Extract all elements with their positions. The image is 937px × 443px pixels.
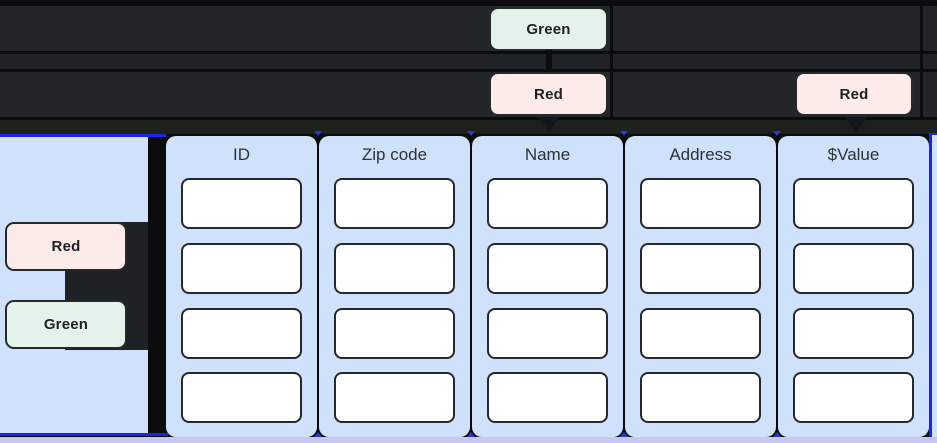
- column-address[interactable]: Address: [625, 136, 776, 437]
- table-cell[interactable]: [181, 372, 302, 423]
- table-cell[interactable]: [487, 243, 608, 294]
- column-header: ID: [233, 145, 250, 164]
- dark-column-separator: [610, 0, 613, 118]
- chip-red-over-value[interactable]: Red: [795, 72, 913, 116]
- chip-red-left-label: Red: [51, 238, 81, 255]
- table-cell[interactable]: [334, 178, 455, 229]
- pointer-arrow-value: [845, 117, 867, 132]
- table-cell[interactable]: [181, 178, 302, 229]
- table-cell[interactable]: [640, 243, 761, 294]
- table-cell[interactable]: [793, 178, 914, 229]
- table-cell[interactable]: [793, 243, 914, 294]
- chip-red-over-name[interactable]: Red: [489, 72, 608, 116]
- table-cell[interactable]: [640, 178, 761, 229]
- chip-red-left[interactable]: Red: [5, 222, 127, 271]
- table-cell[interactable]: [334, 243, 455, 294]
- gap-marker-icon: [620, 432, 628, 437]
- table-cell[interactable]: [334, 308, 455, 359]
- table-cell[interactable]: [487, 372, 608, 423]
- column-header: Address: [669, 145, 732, 164]
- chip-green-top-label: Green: [526, 20, 571, 38]
- dark-row-2: [0, 72, 937, 117]
- column-header: Zip code: [361, 145, 428, 164]
- column-name[interactable]: Name: [472, 136, 623, 437]
- selection-border-top: [0, 134, 166, 137]
- column-header: $Value: [827, 145, 880, 164]
- chip-connector: [546, 50, 552, 73]
- gap-marker-icon: [773, 131, 781, 136]
- gap-marker-icon: [773, 432, 781, 437]
- gap-marker-icon: [467, 131, 475, 136]
- table-cell[interactable]: [640, 308, 761, 359]
- column-value[interactable]: $Value: [778, 136, 929, 437]
- table-cell[interactable]: [487, 308, 608, 359]
- table-cell[interactable]: [334, 372, 455, 423]
- gap-marker-icon: [620, 131, 628, 136]
- dark-column-separator: [920, 0, 923, 118]
- table-cell[interactable]: [793, 308, 914, 359]
- dark-row-3: [0, 120, 937, 134]
- gap-marker-icon: [314, 131, 322, 136]
- chip-red-over-value-label: Red: [839, 85, 869, 103]
- selection-border-bottom: [0, 433, 168, 436]
- dark-row-divider: [0, 54, 937, 69]
- chip-green-left[interactable]: Green: [5, 300, 127, 349]
- column-header: Name: [524, 145, 571, 164]
- pointer-arrow-name: [538, 117, 560, 132]
- chip-green-left-label: Green: [43, 316, 89, 333]
- chip-red-over-name-label: Red: [534, 85, 563, 103]
- table-cell[interactable]: [793, 372, 914, 423]
- table-cell[interactable]: [181, 243, 302, 294]
- table-cell[interactable]: [640, 372, 761, 423]
- table-cell[interactable]: [181, 308, 302, 359]
- footer-strip: [0, 437, 937, 443]
- table-cell[interactable]: [487, 178, 608, 229]
- chip-green-top[interactable]: Green: [489, 7, 608, 51]
- dark-row-1: [0, 6, 937, 51]
- gap-marker-icon: [467, 432, 475, 437]
- column-id[interactable]: ID: [166, 136, 317, 437]
- column-zip-code[interactable]: Zip code: [319, 136, 470, 437]
- right-panel-partial[interactable]: [929, 133, 937, 437]
- gap-marker-icon: [314, 432, 322, 437]
